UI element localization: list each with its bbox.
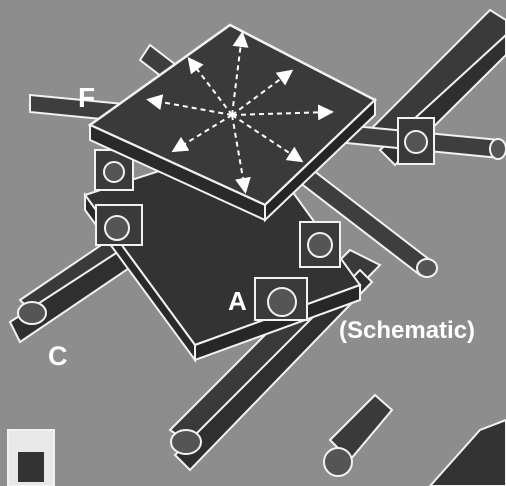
bearing-block-upper-right — [398, 118, 434, 164]
schematic-caption: (Schematic) — [339, 317, 475, 345]
callout-c: C — [48, 341, 68, 372]
bearing-block-front — [255, 278, 307, 320]
callout-f: F — [78, 82, 95, 114]
bearing-block-front-left — [96, 205, 142, 245]
bearing-block-right — [300, 222, 340, 267]
thumbnail-inset — [8, 430, 54, 486]
callout-a: A — [228, 286, 247, 317]
